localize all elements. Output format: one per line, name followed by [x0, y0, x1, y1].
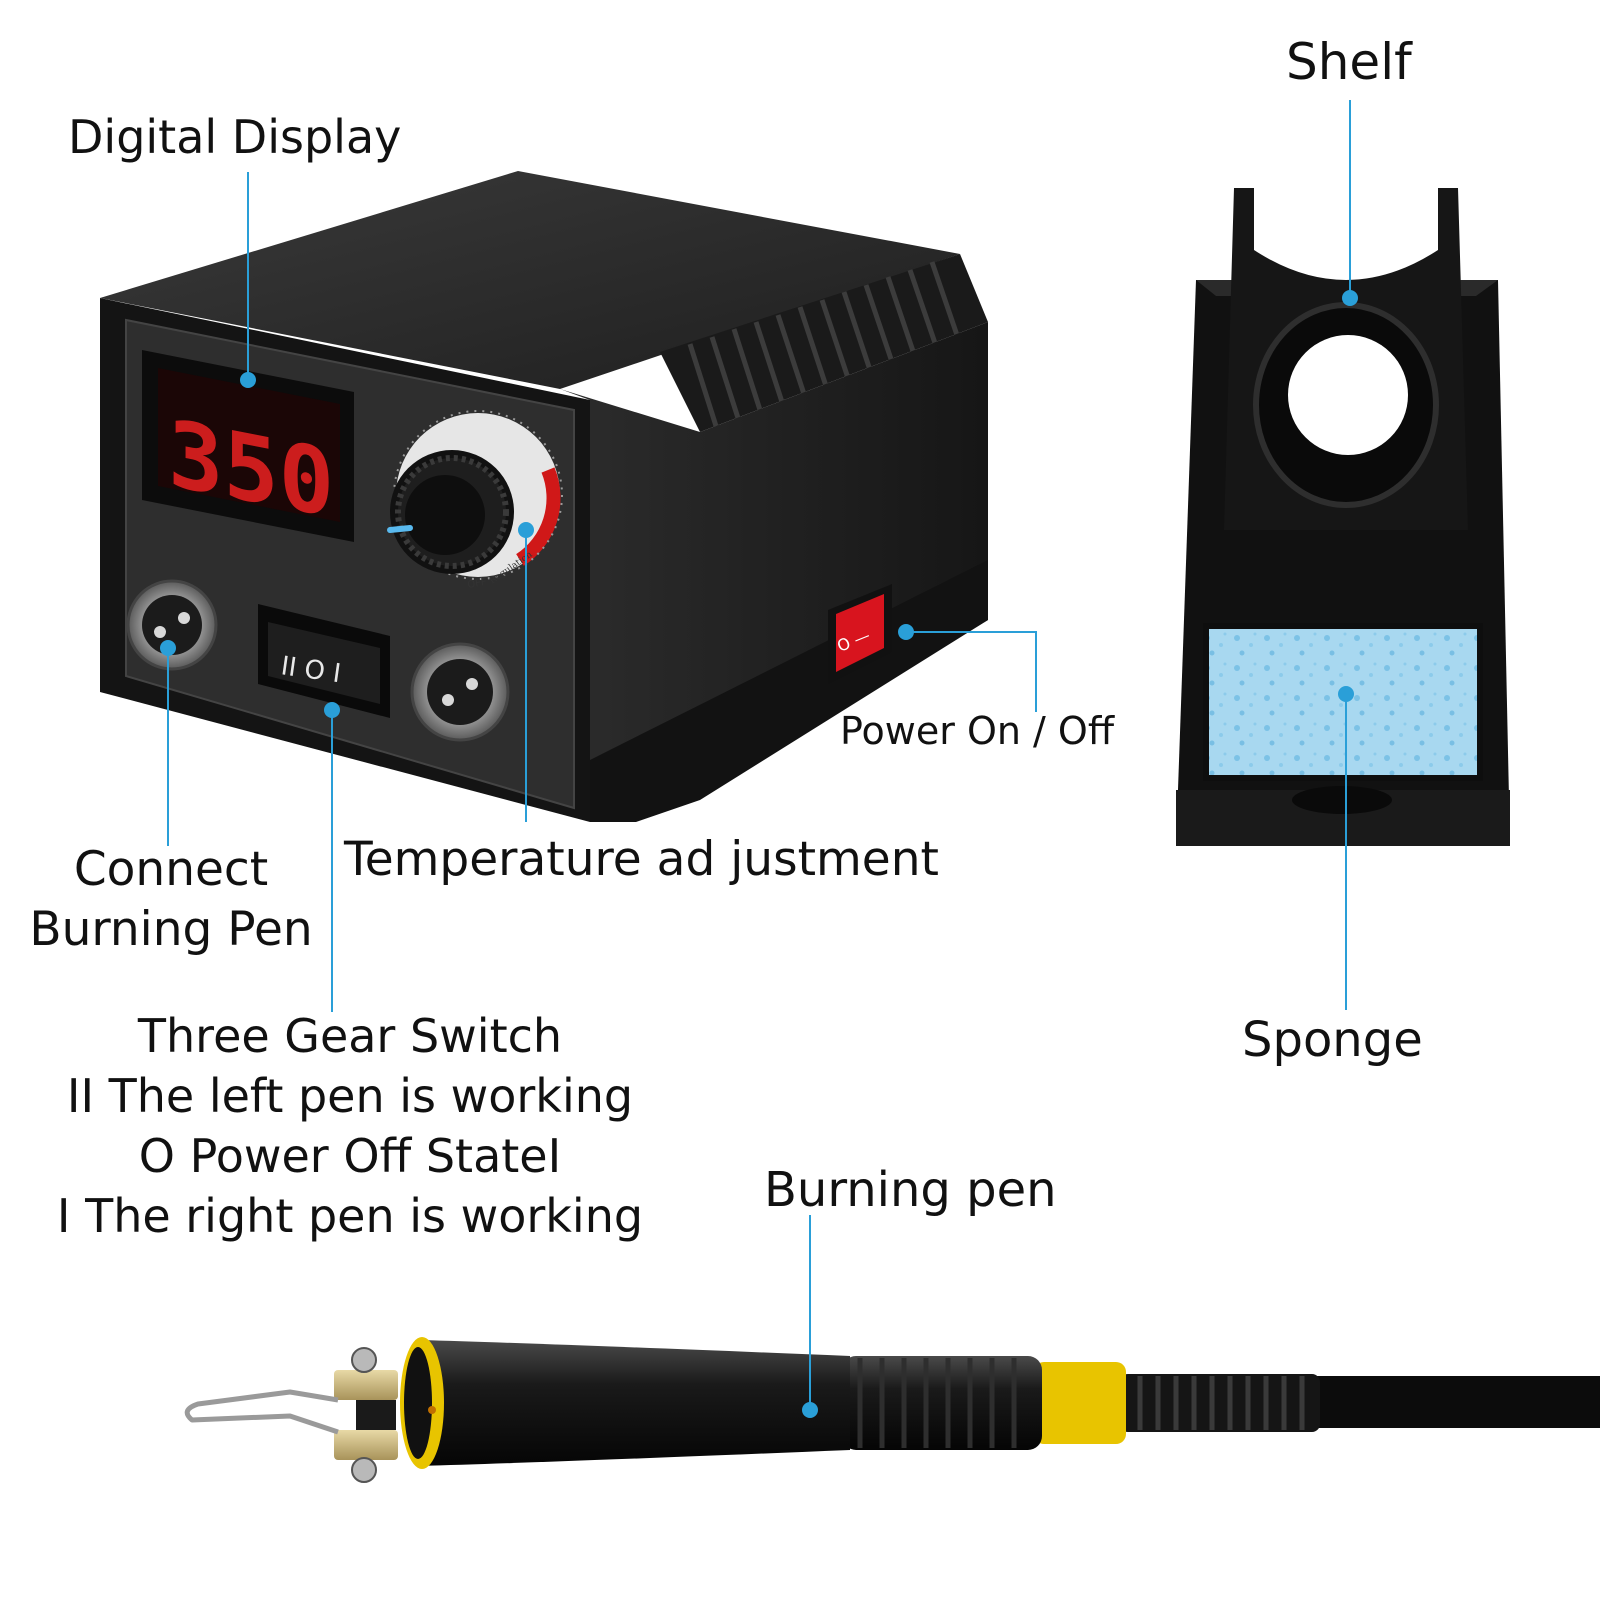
label-shelf: Shelf: [1286, 33, 1412, 91]
label-sponge: Sponge: [1242, 1012, 1423, 1068]
callout-dots: [160, 290, 1358, 1418]
stand-tray-notch: [1292, 786, 1392, 814]
label-temperature: Temperature ad justment: [344, 832, 939, 887]
display-screen: [158, 368, 340, 522]
control-station: 350 OFF Regulation: [100, 171, 988, 822]
dot-display: [240, 372, 256, 388]
pen-indicator-dot: [428, 1406, 436, 1414]
label-gear-line-4: I The right pen is working: [56, 1189, 644, 1243]
sponge: [1203, 623, 1483, 781]
three-gear-switch[interactable]: II O I: [258, 604, 390, 718]
label-gear: Three Gear Switch II The left pen is wor…: [20, 1006, 680, 1246]
station-side: [560, 322, 988, 818]
right-pen-connector[interactable]: [410, 642, 510, 742]
dot-power: [898, 624, 914, 640]
tip-holder-bottom: [334, 1430, 398, 1460]
label-connect-line-2: Burning Pen: [29, 902, 313, 957]
pen-wire-tip: [184, 1389, 339, 1435]
temperature-dial[interactable]: OFF Regulation: [387, 410, 563, 591]
label-power: Power On / Off: [840, 709, 1115, 753]
station-ridges-block: [660, 254, 988, 432]
heat-sink-fins: [687, 261, 961, 427]
power-switch[interactable]: O —: [828, 584, 892, 684]
grip-ridges: [857, 1358, 1017, 1448]
pen-nose: [404, 1347, 432, 1459]
station-top: [100, 171, 960, 389]
holder-hole: [1288, 335, 1408, 455]
left-pen-connector[interactable]: [126, 579, 218, 671]
dial-off-text: OFF: [467, 577, 488, 591]
tip-holder-gap: [356, 1400, 396, 1430]
callout-lines: [167, 100, 1351, 1410]
label-connect-line-1: Connect: [73, 842, 269, 897]
dot-sponge: [1338, 686, 1354, 702]
pen-stand: [1176, 188, 1510, 846]
label-gear-line-2: II The left pen is working: [66, 1069, 634, 1123]
dot-temperature: [518, 522, 534, 538]
pen-cable: [1300, 1376, 1600, 1428]
callout-line-power: [906, 631, 1037, 712]
label-gear-line-1: Three Gear Switch: [137, 1009, 563, 1063]
pen-strain-relief: [1120, 1374, 1320, 1432]
dot-shelf: [1342, 290, 1358, 306]
pen-body: [420, 1340, 850, 1466]
dot-gear: [324, 702, 340, 718]
strain-relief-ridges: [1137, 1376, 1305, 1430]
dot-pen: [802, 1402, 818, 1418]
tip-screw-top: [351, 1347, 377, 1373]
dot-connect: [160, 640, 176, 656]
label-digital-display: Digital Display: [68, 110, 402, 164]
label-gear-line-3: O Power Off StateI: [138, 1129, 562, 1183]
tip-screw-bottom: [351, 1457, 377, 1483]
pen-yellow-collar: [1034, 1362, 1126, 1444]
tip-holder-top: [334, 1370, 398, 1400]
label-connect: Connect Burning Pen: [16, 840, 326, 960]
burning-pen: [184, 1337, 1600, 1483]
label-burning-pen: Burning pen: [764, 1162, 1057, 1218]
